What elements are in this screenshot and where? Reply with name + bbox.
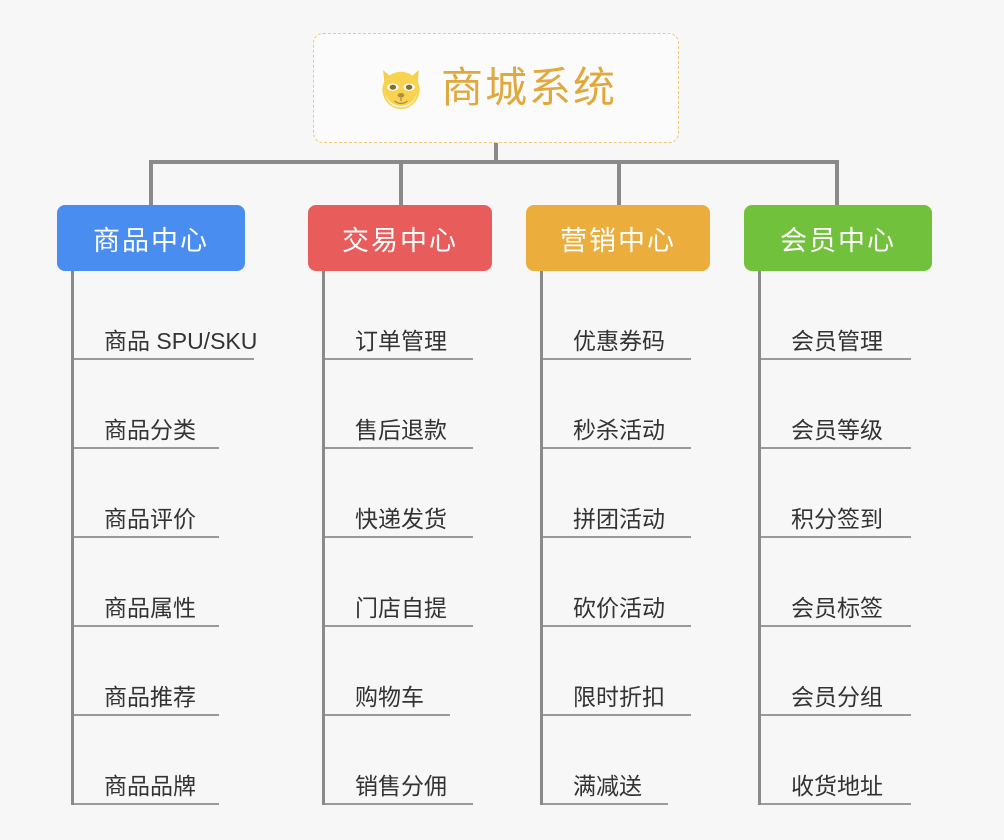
leaf-label: 拼团活动 (573, 505, 665, 532)
leaf-label: 销售分佣 (355, 772, 447, 799)
branch-header-3[interactable]: 营销中心 (526, 205, 710, 271)
list-item[interactable]: 砍价活动 (543, 538, 691, 627)
connector-drop-3 (617, 160, 621, 205)
branch-items-4: 会员管理 会员等级 积分签到 会员标签 会员分组 收货地址 (758, 271, 932, 805)
leaf-label: 秒杀活动 (573, 416, 665, 443)
branch-column-4: 会员中心 会员管理 会员等级 积分签到 会员标签 会员分组 收货地址 (744, 205, 932, 805)
branch-items-3: 优惠券码 秒杀活动 拼团活动 砍价活动 限时折扣 满减送 (540, 271, 710, 805)
branch-header-label-4: 会员中心 (780, 225, 896, 256)
leaf-label: 购物车 (355, 683, 424, 710)
list-item[interactable]: 商品 SPU/SKU (74, 271, 258, 360)
list-item[interactable]: 快递发货 (325, 449, 473, 538)
list-item[interactable]: 商品评价 (74, 449, 219, 538)
branch-items-2: 订单管理 售后退款 快递发货 门店自提 购物车 销售分佣 (322, 271, 492, 805)
branch-header-4[interactable]: 会员中心 (744, 205, 932, 271)
list-item[interactable]: 秒杀活动 (543, 360, 691, 449)
leaf-label: 快递发货 (355, 505, 447, 532)
list-item[interactable]: 售后退款 (325, 360, 473, 449)
connector-root-stem (494, 143, 498, 164)
leaf-label: 优惠券码 (573, 327, 665, 354)
list-item[interactable]: 购物车 (325, 627, 450, 716)
leaf-label: 会员管理 (791, 327, 883, 354)
leaf-label: 满减送 (573, 772, 642, 799)
branch-column-2: 交易中心 订单管理 售后退款 快递发货 门店自提 购物车 销售分佣 (308, 205, 492, 805)
branch-header-2[interactable]: 交易中心 (308, 205, 492, 271)
leaf-label: 商品 SPU/SKU (104, 327, 258, 354)
list-item[interactable]: 商品属性 (74, 538, 219, 627)
list-item[interactable]: 优惠券码 (543, 271, 691, 360)
list-item[interactable]: 拼团活动 (543, 449, 691, 538)
branch-header-label-3: 营销中心 (560, 225, 676, 256)
dog-face-icon (382, 70, 420, 110)
root-title: 商城系统 (440, 64, 617, 111)
list-item[interactable]: 收货地址 (761, 716, 911, 805)
leaf-label: 会员标签 (791, 594, 883, 621)
branch-header-1[interactable]: 商品中心 (57, 205, 245, 271)
list-item[interactable]: 商品推荐 (74, 627, 219, 716)
leaf-label: 限时折扣 (573, 683, 665, 710)
connector-drop-1 (149, 160, 153, 205)
list-item[interactable]: 门店自提 (325, 538, 473, 627)
leaf-label: 收货地址 (791, 772, 883, 799)
leaf-label: 商品品牌 (104, 772, 196, 799)
leaf-label: 商品分类 (104, 416, 196, 443)
connector-drop-2 (399, 160, 403, 205)
branch-column-1: 商品中心 商品 SPU/SKU 商品分类 商品评价 商品属性 商品推荐 商品品牌 (57, 205, 257, 805)
list-item[interactable]: 会员标签 (761, 538, 911, 627)
branch-items-1: 商品 SPU/SKU 商品分类 商品评价 商品属性 商品推荐 商品品牌 (71, 271, 257, 805)
list-item[interactable]: 销售分佣 (325, 716, 473, 805)
list-item[interactable]: 会员等级 (761, 360, 911, 449)
leaf-label: 门店自提 (355, 594, 447, 621)
list-item[interactable]: 满减送 (543, 716, 668, 805)
leaf-label: 订单管理 (355, 327, 447, 354)
connector-drop-4 (835, 160, 839, 205)
leaf-label: 会员等级 (791, 416, 883, 443)
root-node[interactable]: 商城系统 (313, 33, 679, 143)
list-item[interactable]: 商品分类 (74, 360, 219, 449)
leaf-label: 商品评价 (104, 505, 196, 532)
list-item[interactable]: 商品品牌 (74, 716, 219, 805)
leaf-label: 商品推荐 (104, 683, 196, 710)
leaf-label: 商品属性 (104, 594, 196, 621)
branch-column-3: 营销中心 优惠券码 秒杀活动 拼团活动 砍价活动 限时折扣 满减送 (526, 205, 710, 805)
branch-header-label-2: 交易中心 (342, 225, 458, 256)
list-item[interactable]: 订单管理 (325, 271, 473, 360)
list-item[interactable]: 会员分组 (761, 627, 911, 716)
leaf-label: 积分签到 (791, 505, 883, 532)
list-item[interactable]: 限时折扣 (543, 627, 691, 716)
branch-header-label-1: 商品中心 (93, 225, 209, 256)
leaf-label: 会员分组 (791, 683, 883, 710)
list-item[interactable]: 积分签到 (761, 449, 911, 538)
leaf-label: 砍价活动 (573, 594, 665, 621)
leaf-label: 售后退款 (355, 416, 447, 443)
list-item[interactable]: 会员管理 (761, 271, 911, 360)
connector-horizontal-bus (149, 160, 839, 164)
